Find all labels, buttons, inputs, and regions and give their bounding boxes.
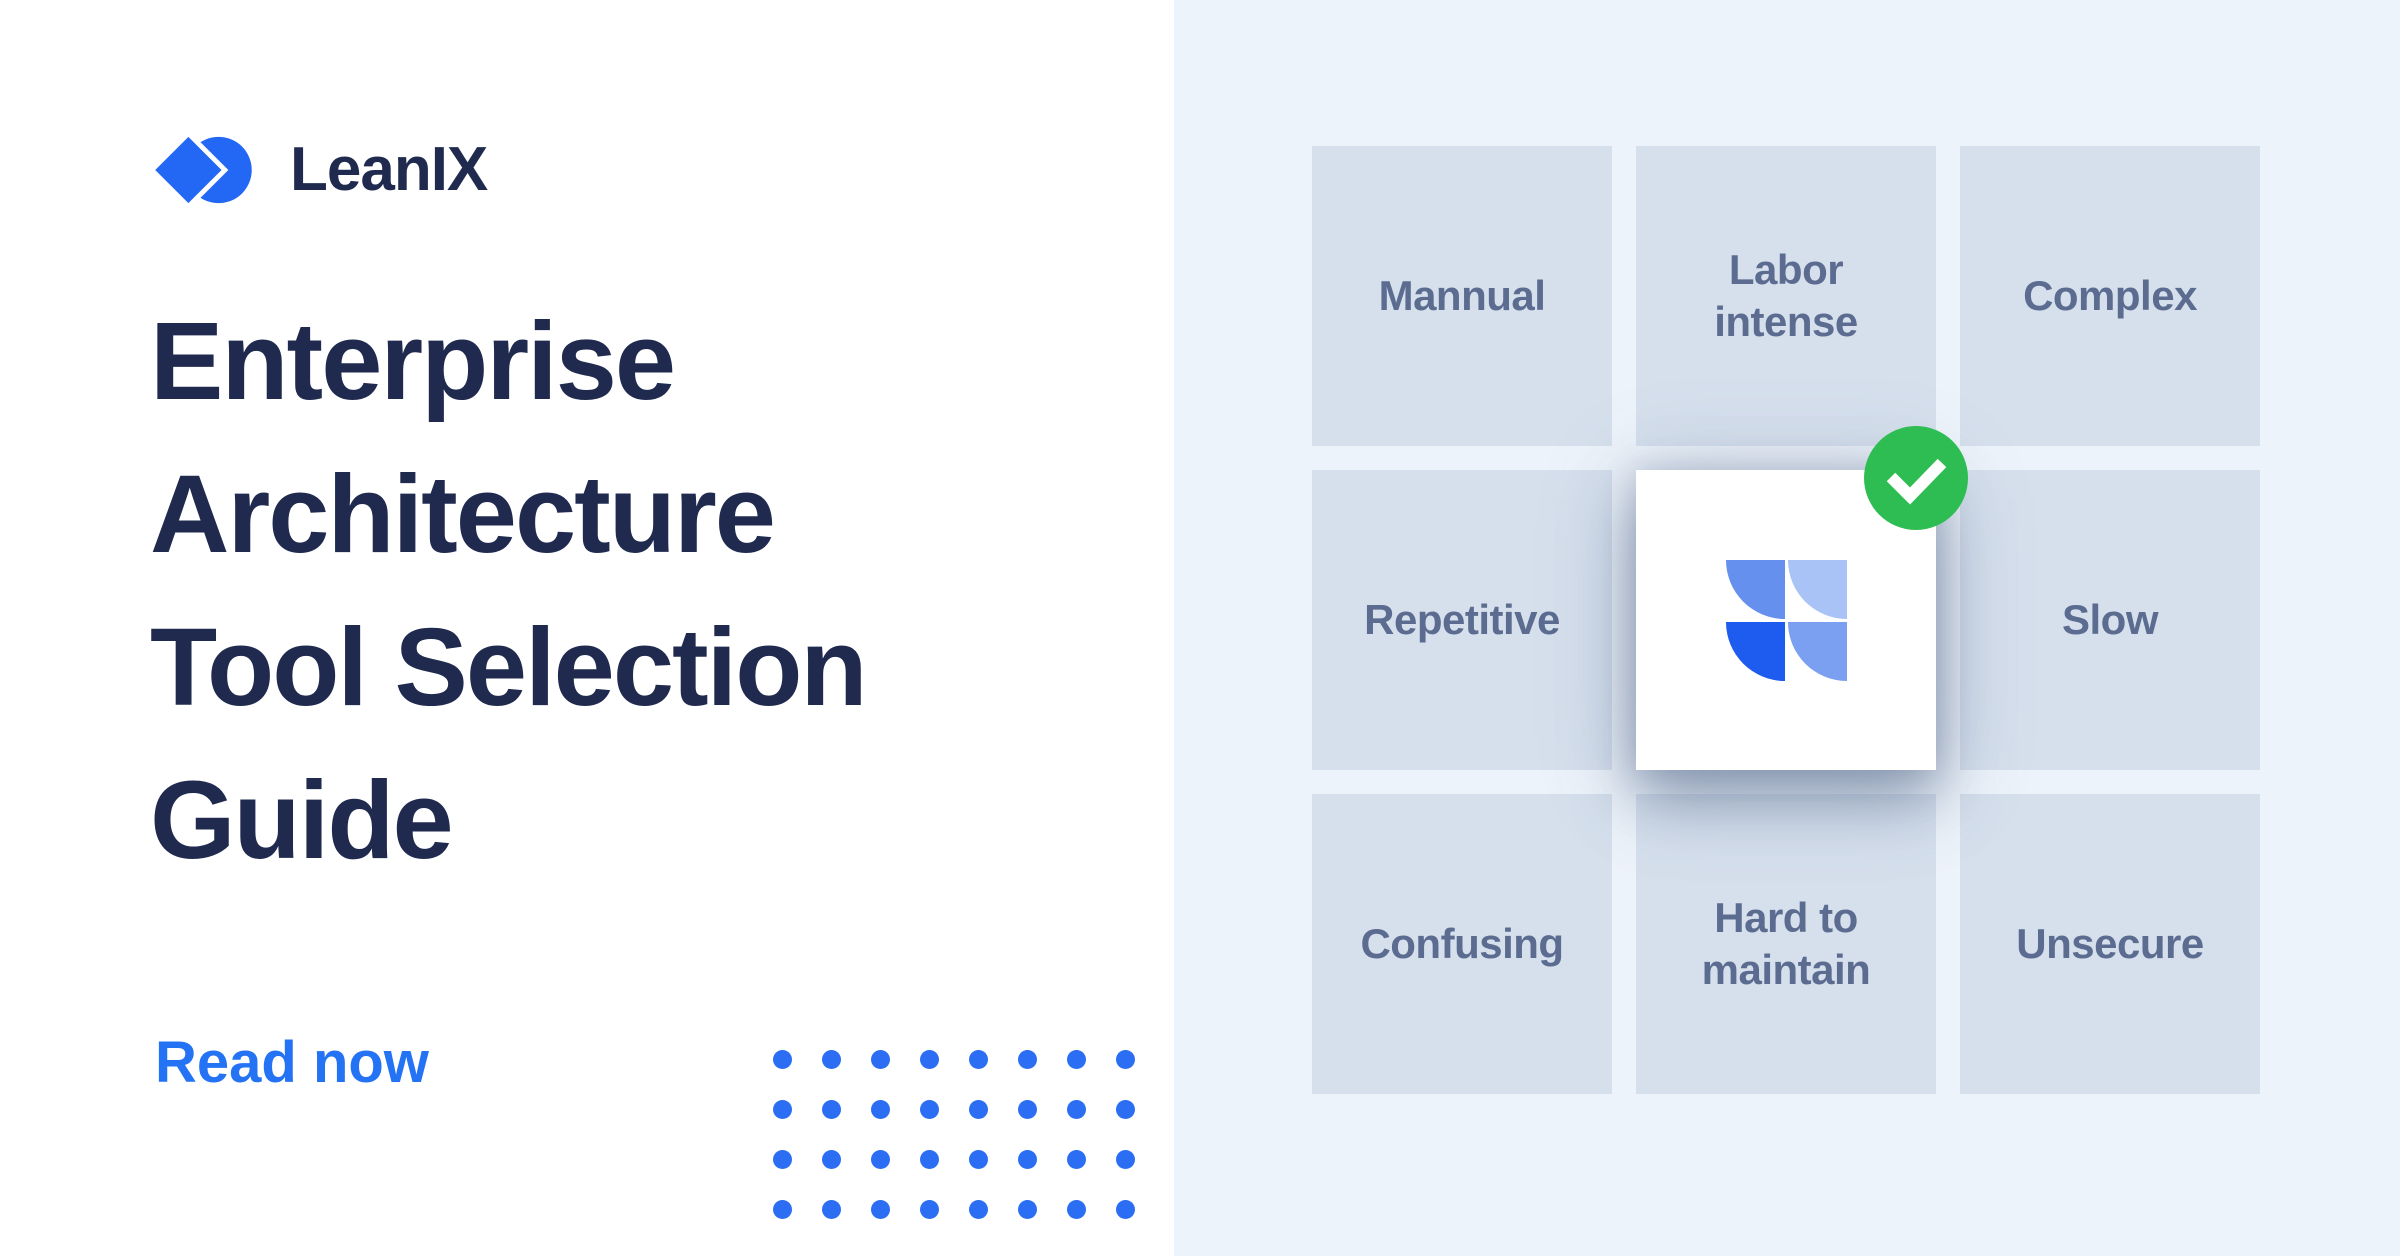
pain-points-grid: Mannual Labor intense Complex Repetitive… (1312, 146, 2260, 1094)
card-mannual: Mannual (1312, 146, 1612, 446)
dot (871, 1050, 890, 1069)
dot (773, 1050, 792, 1069)
dot (822, 1150, 841, 1169)
leanix-logo: LeanIX (150, 128, 488, 212)
card-repetitive: Repetitive (1312, 470, 1612, 770)
dot (822, 1100, 841, 1119)
jira-petal-bottom-left (1725, 621, 1785, 681)
card-label: Repetitive (1364, 595, 1560, 643)
card-label: Slow (2061, 595, 2159, 643)
card-label: Confusing (1360, 919, 1564, 967)
card-label: Labor intense (1714, 245, 1858, 346)
dot (920, 1200, 939, 1219)
card-labor-intense: Labor intense (1636, 146, 1936, 446)
dot (773, 1150, 792, 1169)
dot (1067, 1050, 1086, 1069)
dot (773, 1100, 792, 1119)
dot (1116, 1150, 1135, 1169)
card-label: Mannual (1378, 271, 1546, 319)
card-complex: Complex (1960, 146, 2260, 446)
dot (822, 1050, 841, 1069)
dot (1116, 1050, 1135, 1069)
card-unsecure: Unsecure (1960, 794, 2260, 1094)
dot (1018, 1200, 1037, 1219)
dot (871, 1150, 890, 1169)
read-now-link[interactable]: Read now (155, 1030, 429, 1095)
jira-logo-icon (1725, 559, 1847, 681)
page-title: Enterprise Architecture Tool Selection G… (150, 285, 1150, 897)
dot (969, 1050, 988, 1069)
card-selected-tool (1636, 426, 1968, 770)
jira-petal-bottom-right (1787, 621, 1847, 681)
page-title-line-4: Guide (150, 759, 454, 882)
leanix-mark-icon (155, 136, 252, 204)
jira-petal-top-right (1787, 559, 1847, 619)
card-label: Complex (2023, 271, 2197, 319)
dot (822, 1200, 841, 1219)
dot (920, 1150, 939, 1169)
jira-petal-top-left (1725, 559, 1785, 619)
dot (871, 1200, 890, 1219)
dot (1018, 1150, 1037, 1169)
dot (920, 1100, 939, 1119)
card-confusing: Confusing (1312, 794, 1612, 1094)
dot (920, 1050, 939, 1069)
page-title-line-2: Architecture (150, 453, 776, 576)
leanix-logo-text: LeanIX (290, 135, 488, 204)
dot (1067, 1150, 1086, 1169)
dot (1018, 1100, 1037, 1119)
dots-pattern (773, 1050, 1135, 1219)
page-title-line-3: Tool Selection (150, 606, 868, 729)
dot (1116, 1200, 1135, 1219)
dot (1067, 1200, 1086, 1219)
page-title-line-1: Enterprise (150, 300, 676, 423)
check-badge-icon (1864, 426, 1968, 530)
card-hard-to-maintain: Hard to maintain (1636, 794, 1936, 1094)
card-slow: Slow (1960, 470, 2260, 770)
dot (969, 1200, 988, 1219)
card-label: Hard to maintain (1701, 893, 1871, 994)
dot (1018, 1050, 1037, 1069)
dot (1116, 1100, 1135, 1119)
dot (773, 1200, 792, 1219)
dot (969, 1150, 988, 1169)
dot (1067, 1100, 1086, 1119)
card-label: Unsecure (2016, 919, 2204, 967)
dot (871, 1100, 890, 1119)
dot (969, 1100, 988, 1119)
